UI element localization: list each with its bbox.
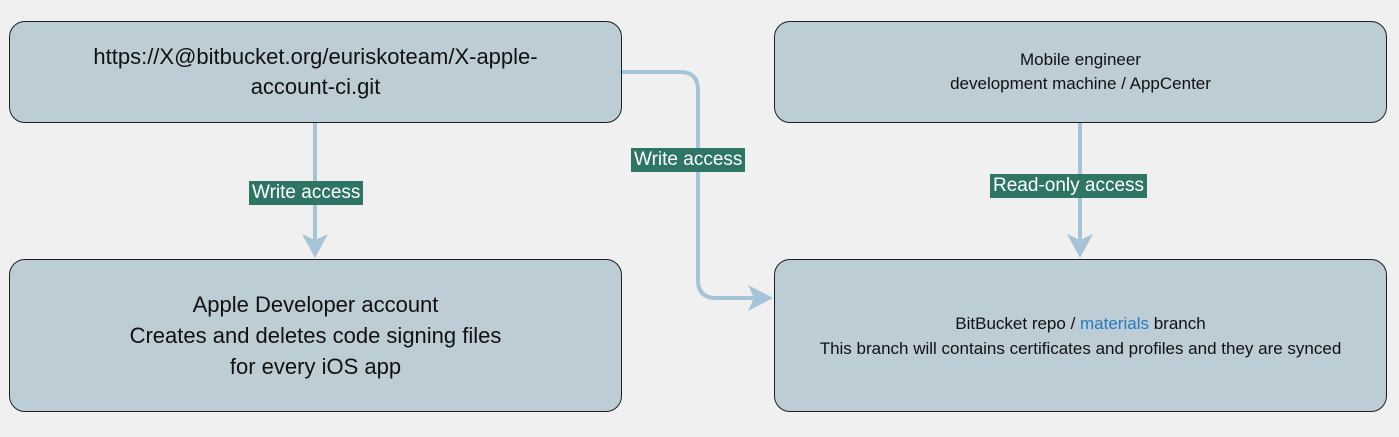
mobile-engineer-node: Mobile engineer development machine / Ap… [774,21,1387,123]
mobile-engineer-line-1: Mobile engineer [1020,50,1141,69]
arrowhead-apple [302,234,328,258]
bitbucket-repo-prefix: BitBucket repo / [955,313,1081,333]
repo-url-line-2: account-ci.git [250,74,381,99]
apple-account-line-3: for every iOS app [229,354,402,379]
materials-branch-name: materials [1080,313,1149,333]
apple-account-node: Apple Developer account Creates and dele… [9,259,622,412]
arrowhead-bitbucket-side [748,285,773,311]
read-only-access-label: Read-only access [990,174,1148,198]
arrowhead-bitbucket-top [1067,234,1093,258]
repo-url-line-1: https://X@bitbucket.org/euriskoteam/X-ap… [93,44,538,69]
write-access-label-apple: Write access [249,181,364,205]
apple-account-line-2: Creates and deletes code signing files [129,323,502,348]
bitbucket-repo-line-1: BitBucket repo / materials branch [820,311,1342,336]
edge-repo-to-bitbucket [620,70,754,300]
write-access-label-bitbucket: Write access [631,148,746,172]
repo-url-node: https://X@bitbucket.org/euriskoteam/X-ap… [9,21,622,123]
bitbucket-repo-suffix: branch [1148,313,1206,333]
bitbucket-repo-node: BitBucket repo / materials branch This b… [774,259,1387,412]
apple-account-line-1: Apple Developer account [192,292,439,317]
mobile-engineer-line-2: development machine / AppCenter [950,74,1211,93]
bitbucket-repo-line-2: This branch will contains certificates a… [819,338,1342,358]
